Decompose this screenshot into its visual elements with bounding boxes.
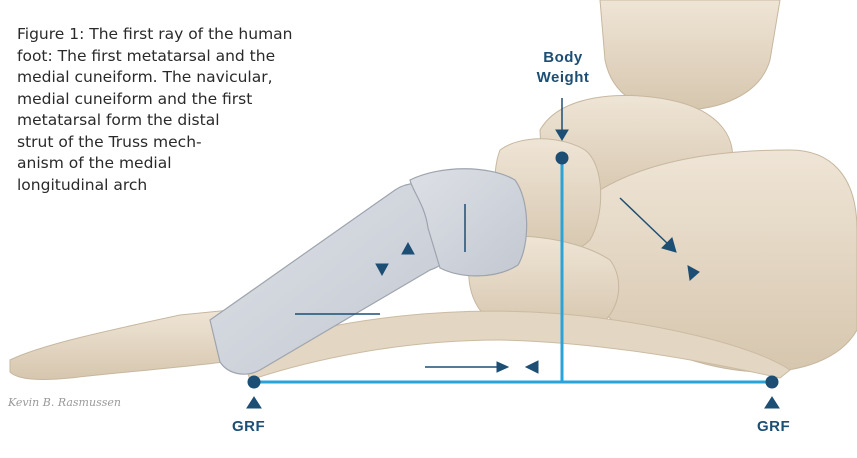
- caption-line: longitudinal arch: [17, 175, 322, 197]
- tension-arrow-left: [526, 361, 538, 373]
- tibia: [600, 0, 780, 110]
- tension-arrow-head: [497, 362, 508, 372]
- body-weight-label-line2: Weight: [518, 68, 608, 88]
- phalanges: [10, 310, 240, 380]
- caption-line: anism of the medial: [17, 153, 322, 175]
- artist-signature: Kevin B. Rasmussen: [8, 396, 121, 409]
- figure-caption: Figure 1: The first ray of the human foo…: [17, 24, 322, 196]
- grf-right-arrow: [765, 397, 779, 408]
- caption-line: medial cuneiform and the first: [17, 89, 322, 111]
- caption-line: medial cuneiform. The navicular,: [17, 67, 322, 89]
- body-weight-label-line1: Body: [518, 48, 608, 68]
- grf-right-point: [766, 376, 778, 388]
- body-weight-point: [556, 152, 568, 164]
- caption-line: foot: The first metatarsal and the: [17, 46, 322, 68]
- body-weight-label: Body Weight: [518, 48, 608, 88]
- grf-right-label: GRF: [757, 418, 790, 435]
- grf-left-label: GRF: [232, 418, 265, 435]
- caption-line: metatarsal form the distal: [17, 110, 322, 132]
- grf-left-arrow: [247, 397, 261, 408]
- caption-line: Figure 1: The first ray of the human: [17, 24, 322, 46]
- grf-left-point: [248, 376, 260, 388]
- caption-line: strut of the Truss mech-: [17, 132, 322, 154]
